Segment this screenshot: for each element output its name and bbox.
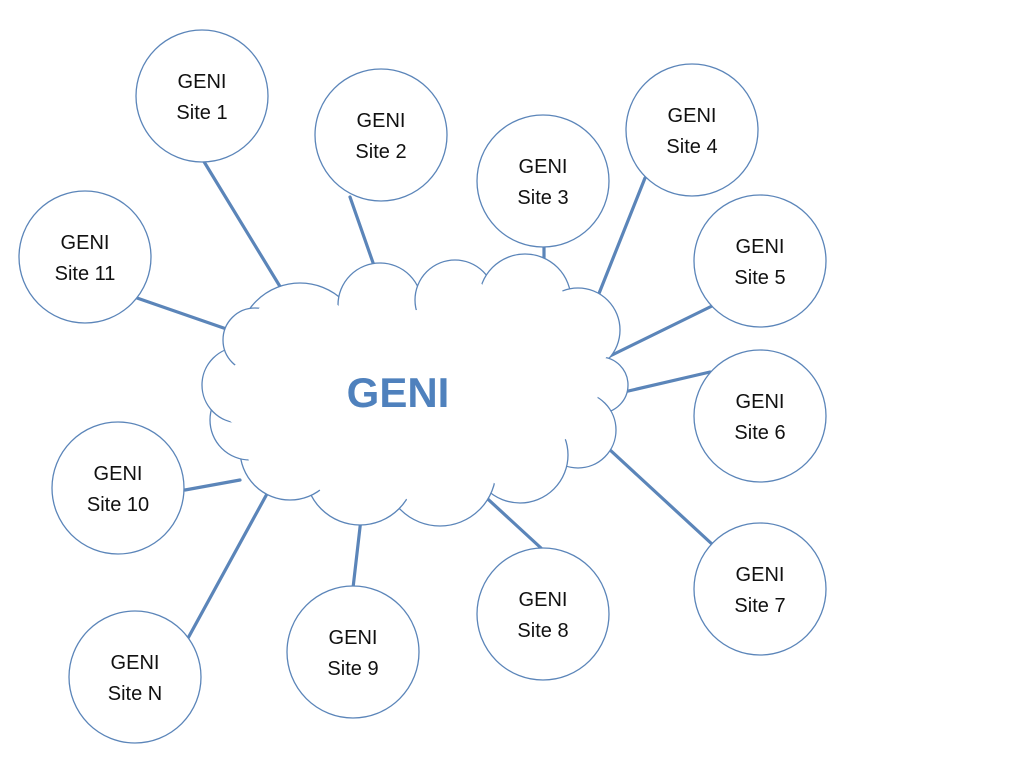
- site-label-line1: GENI: [736, 391, 785, 413]
- site-circle: [625, 63, 759, 197]
- site-label-line1: GENI: [519, 156, 568, 178]
- cloud-body: [478, 408, 562, 492]
- site-circle: [135, 29, 269, 163]
- site-label-line1: GENI: [736, 236, 785, 258]
- cloud-body: [390, 412, 490, 512]
- site-label-line1: GENI: [736, 564, 785, 586]
- cloud-body: [542, 299, 614, 371]
- site-label-line1: GENI: [668, 105, 717, 127]
- node-site-3: GENI Site 3: [476, 114, 610, 248]
- site-label-line2: Site 11: [55, 263, 116, 285]
- site-circle: [476, 114, 610, 248]
- site-label-line2: Site 2: [355, 141, 406, 163]
- link-site-11: [135, 296, 240, 335]
- cloud-body: [311, 413, 409, 511]
- site-label-line2: Site 6: [734, 422, 785, 444]
- connection-lines: [135, 158, 715, 642]
- geni-center-label: GENI: [347, 369, 450, 416]
- node-site-9: GENI Site 9: [286, 585, 420, 719]
- cloud-body: [421, 271, 489, 339]
- site-label-line2: Site 7: [734, 595, 785, 617]
- link-site-1: [201, 158, 289, 300]
- cloud-body: [219, 359, 291, 431]
- node-site-4: GENI Site 4: [625, 63, 759, 197]
- site-circle: [693, 194, 827, 328]
- site-circle: [693, 522, 827, 656]
- link-site-8: [476, 488, 543, 550]
- link-site-6: [622, 370, 712, 394]
- site-label-line2: Site 3: [517, 187, 568, 209]
- node-site-6: GENI Site 6: [693, 349, 827, 483]
- link-site-7: [594, 435, 715, 547]
- link-site-10: [183, 478, 242, 492]
- site-circle: [68, 610, 202, 744]
- site-circle: [693, 349, 827, 483]
- geni-cloud: GENI: [201, 253, 629, 527]
- site-label-line2: Site N: [108, 683, 162, 705]
- site-circle: [476, 547, 610, 681]
- node-site-11: GENI Site 11: [18, 190, 152, 324]
- site-circle: [286, 585, 420, 719]
- site-label-line2: Site 8: [517, 620, 568, 642]
- node-site-5: GENI Site 5: [693, 194, 827, 328]
- node-site-10: GENI Site 10: [51, 421, 185, 555]
- site-label-line2: Site 10: [87, 494, 149, 516]
- link-site-n: [185, 490, 270, 642]
- link-site-5: [608, 304, 714, 358]
- site-circle: [314, 68, 448, 202]
- node-site-2: GENI Site 2: [314, 68, 448, 202]
- site-label-line1: GENI: [61, 232, 110, 254]
- site-label-line2: Site 4: [666, 136, 717, 158]
- site-circle: [51, 421, 185, 555]
- site-label-line1: GENI: [111, 652, 160, 674]
- node-site-n: GENI Site N: [68, 610, 202, 744]
- site-label-line2: Site 9: [327, 658, 378, 680]
- site-label-line1: GENI: [519, 589, 568, 611]
- site-label-line2: Site 5: [734, 267, 785, 289]
- node-site-8: GENI Site 8: [476, 547, 610, 681]
- link-site-4: [592, 176, 647, 308]
- site-label-line1: GENI: [329, 627, 378, 649]
- site-label-line2: Site 1: [176, 102, 227, 124]
- site-label-line1: GENI: [178, 71, 227, 93]
- site-label-line1: GENI: [357, 110, 406, 132]
- site-nodes: GENI Site 1 GENI Site 2 GENI Site 3 GENI Site 4…: [18, 29, 827, 744]
- site-circle: [18, 190, 152, 324]
- node-site-7: GENI Site 7: [693, 522, 827, 656]
- node-site-1: GENI Site 1: [135, 29, 269, 163]
- site-label-line1: GENI: [94, 463, 143, 485]
